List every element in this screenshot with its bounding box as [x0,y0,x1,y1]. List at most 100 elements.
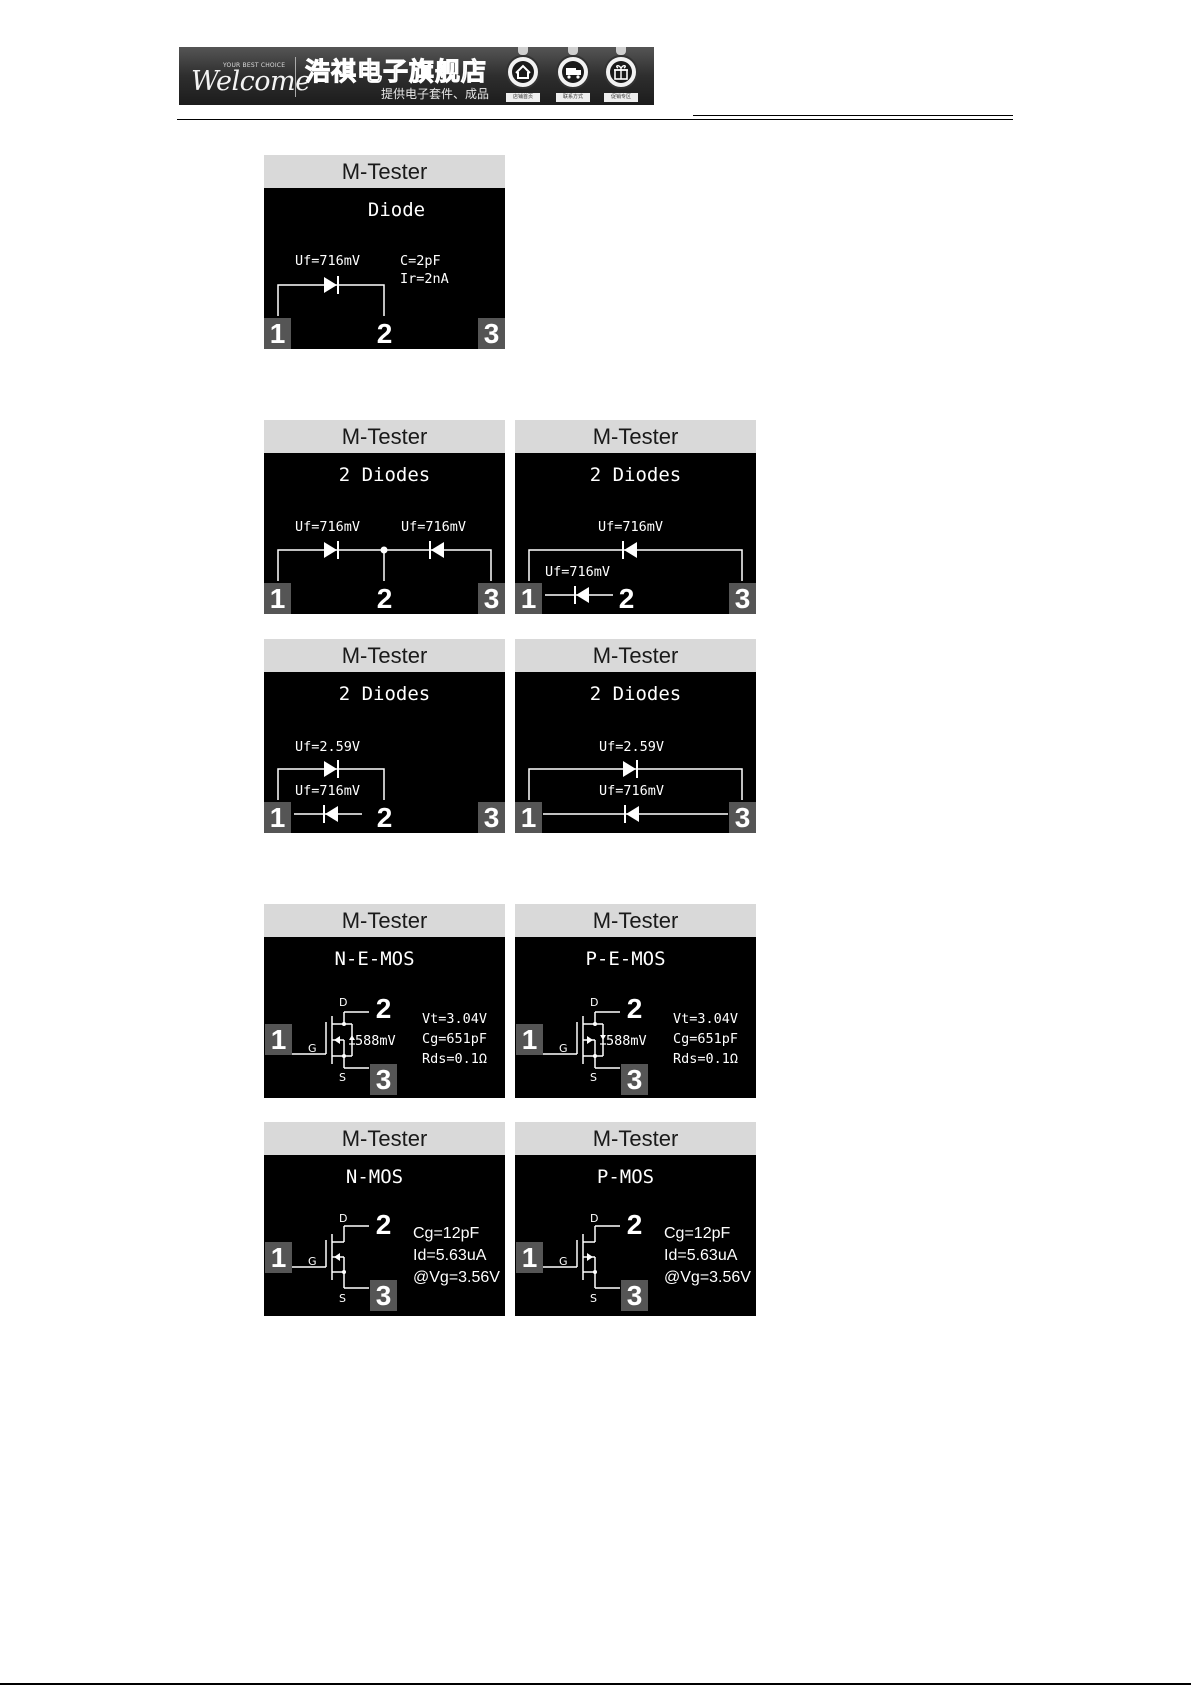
drain-source-resistance: Rds=0.1Ω [422,1051,488,1067]
mosfet-schematic [543,1011,620,1069]
pin-3: 3 [478,802,505,833]
source-label: S [339,1292,346,1305]
source-label: S [339,1071,346,1084]
delivery-icon-label: 联系方式 [556,93,590,102]
banner-shop-name: 浩祺电子旗舰店 [304,57,488,87]
screen-header: M-Tester [264,1122,505,1155]
screen-title: 2 Diodes [338,464,431,486]
gate-capacitance: Cg=12pF [664,1225,731,1242]
gate-label: G [559,1042,568,1055]
diode2-forward-voltage: Uf=716mV [401,519,467,535]
banner-tagline: YOUR BEST CHOICE [223,62,286,69]
two-diodes-schematic [528,760,743,823]
mosfet-schematic [292,1011,369,1069]
banner-welcome: Welcome [191,66,311,97]
delivery-icon[interactable] [556,55,590,89]
pin-1: 1 [265,1024,292,1055]
threshold-voltage: Vt=3.04V [673,1011,739,1027]
tester-screen-diode: M-Tester Diode Uf=716mV C=2pF Ir=2nA 1 2… [264,155,505,349]
pin-2: 2 [375,1209,392,1240]
gift-icon[interactable] [604,55,638,89]
pin-2: 2 [376,318,393,349]
tester-screen-p-e-mos: M-Tester P-E-MOS D G S 588mV Vt=3.04V Cg… [515,904,756,1098]
screen-title: N-MOS [345,1166,404,1188]
tester-screen-two-diodes-antiparallel-1-3: M-Tester 2 Diodes Uf=2.59V Uf=716mV 1 3 [515,639,756,833]
diode1-forward-voltage: Uf=2.59V [295,739,361,755]
screen-header: M-Tester [515,420,756,453]
diode1-forward-voltage: Uf=716mV [295,519,361,535]
pin-2: 2 [626,1209,643,1240]
home-icon[interactable] [506,55,540,89]
pin-3: 3 [621,1280,648,1311]
screen-title: P-MOS [596,1166,655,1188]
drain-current: Id=5.63uA [413,1247,487,1264]
header-rule-top [693,115,1013,116]
source-label: S [590,1292,597,1305]
pin-3: 3 [370,1064,397,1095]
pin-3: 3 [478,318,505,349]
drain-label: D [339,1212,348,1225]
pin-2: 2 [376,802,393,833]
drain-label: D [339,996,348,1009]
screen-title: P-E-MOS [585,948,666,970]
screen-title: 2 Diodes [589,464,682,486]
diode-schematic [277,276,385,316]
pin-3: 3 [370,1280,397,1311]
banner-pin [616,47,626,55]
tester-screen-two-diodes-common: M-Tester 2 Diodes Uf=716mV Uf=716mV 1 2 … [264,420,505,614]
body-diode-voltage: 588mV [355,1033,396,1049]
pin-1: 1 [264,318,291,349]
drain-label: D [590,1212,599,1225]
screen-header: M-Tester [264,420,505,453]
gate-label: G [559,1255,568,1268]
drain-current: Id=5.63uA [664,1247,738,1264]
screen-title: 2 Diodes [589,683,682,705]
screen-header: M-Tester [515,639,756,672]
pin-3: 3 [729,583,756,614]
pin-1: 1 [264,583,291,614]
tester-screen-p-mos: M-Tester P-MOS D G S Cg=12pF Id=5.63uA @… [515,1122,756,1316]
two-diodes-schematic [528,541,743,604]
shop-banner: YOUR BEST CHOICE Welcome 浩祺电子旗舰店 提供电子套件、… [179,47,654,105]
gate-label: G [308,1255,317,1268]
pin-1: 1 [515,583,542,614]
mosfet-schematic [543,1225,620,1289]
pin-1: 1 [264,802,291,833]
drain-source-resistance: Rds=0.1Ω [673,1051,739,1067]
header-rule [177,119,1013,120]
banner-pin [568,47,578,55]
screen-title: Diode [367,199,426,221]
tester-screen-two-diodes-antiparallel: M-Tester 2 Diodes Uf=2.59V Uf=716mV 1 2 … [264,639,505,833]
two-diodes-schematic [277,541,492,581]
pin-3: 3 [729,802,756,833]
gate-voltage: @Vg=3.56V [413,1269,500,1286]
pin-2: 2 [618,583,635,614]
tester-screen-two-diodes-separate: M-Tester 2 Diodes Uf=716mV Uf=716mV 1 2 … [515,420,756,614]
diode-forward-voltage: Uf=716mV [295,253,361,269]
pin-2: 2 [626,993,643,1024]
gate-capacitance: Cg=651pF [673,1031,739,1047]
gift-icon-label: 促销专区 [604,93,638,102]
gate-voltage: @Vg=3.56V [664,1269,751,1286]
screen-header: M-Tester [515,904,756,937]
banner-separator [295,57,296,97]
footer-rule [0,1683,1191,1685]
pin-3: 3 [478,583,505,614]
tester-screen-n-mos: M-Tester N-MOS D G S Cg=12pF Id=5.63uA @… [264,1122,505,1316]
drain-label: D [590,996,599,1009]
diode-capacitance: C=2pF [400,253,441,269]
diode-reverse-current: Ir=2nA [400,271,449,287]
banner-subtitle: 提供电子套件、成品 [381,87,490,101]
screen-title: 2 Diodes [338,683,431,705]
two-diodes-schematic [277,760,385,823]
banner-pin [518,47,528,55]
gate-capacitance: Cg=12pF [413,1225,480,1242]
screen-header: M-Tester [264,904,505,937]
pin-1: 1 [265,1242,292,1273]
pin-3: 3 [621,1064,648,1095]
diode2-forward-voltage: Uf=716mV [599,783,665,799]
pin-2: 2 [376,583,393,614]
pin-1: 1 [515,802,542,833]
tester-screen-n-e-mos: M-Tester N-E-MOS D G S 588mV Vt=3.04V Cg… [264,904,505,1098]
mosfet-schematic [292,1225,369,1289]
